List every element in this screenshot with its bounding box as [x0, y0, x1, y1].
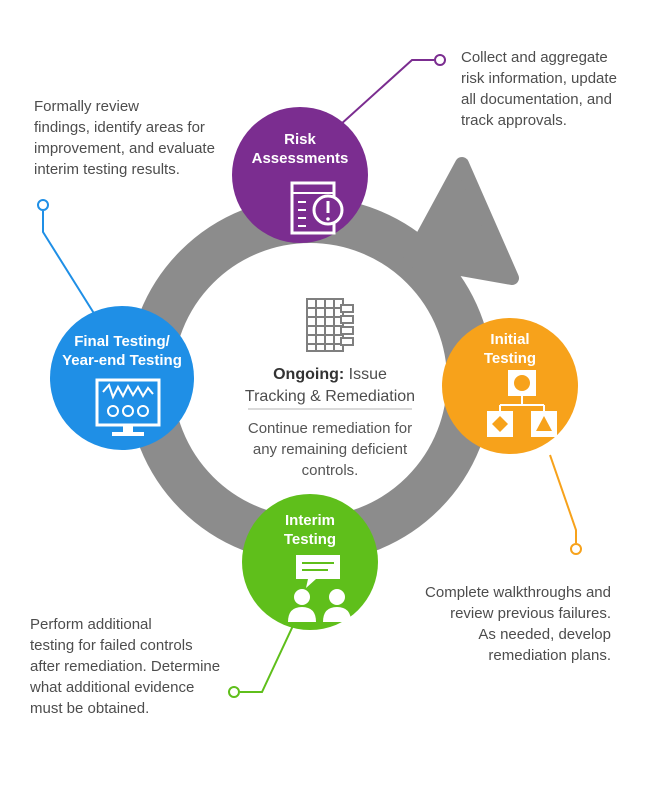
connector-final	[37, 199, 96, 316]
center-title: Ongoing: Issue Tracking & Remediation	[230, 364, 430, 408]
node-risk-title-line1: Risk	[284, 131, 316, 148]
center-desc-line3: controls.	[301, 462, 359, 479]
monitor-waveform-icon	[95, 378, 161, 436]
annotation-final-line: Formally review	[34, 98, 140, 115]
node-initial-title: Initial Testing	[470, 330, 550, 368]
spreadsheet-icon	[306, 298, 354, 352]
node-risk-title-line2: Assessments	[251, 150, 349, 167]
center-desc-line1: Continue remediation for	[247, 420, 413, 437]
center-title-bold: Ongoing:	[273, 366, 345, 383]
annotation-initial-line: As needed, develop	[478, 626, 611, 643]
discussion-people-icon	[288, 555, 351, 622]
annotation-final-line: improvement, and evaluate	[34, 140, 215, 157]
annotation-risk-line: risk information, update	[461, 70, 617, 87]
flowchart-icon	[487, 370, 557, 437]
annotation-final-line: interim testing results.	[34, 161, 180, 178]
node-interim-title-line1: Interim	[284, 512, 335, 529]
connector-risk	[339, 54, 446, 126]
node-final-title-line1: Final Testing/	[74, 333, 170, 350]
node-initial-title-line2: Testing	[483, 350, 537, 367]
center-description: Continue remediation for any remaining d…	[230, 418, 430, 481]
annotation-risk-line: track approvals.	[461, 112, 567, 129]
cycle-arrow-head	[403, 157, 519, 285]
annotation-initial-line: remediation plans.	[488, 647, 611, 664]
annotation-interim: Perform additional testing for failed co…	[30, 614, 220, 719]
node-final-title: Final Testing/ Year-end Testing	[60, 332, 184, 370]
annotation-interim-line: Perform additional	[30, 616, 152, 633]
node-final-circle	[50, 306, 194, 450]
annotation-initial: Complete walkthroughs and review previou…	[425, 582, 611, 666]
node-final-title-line2: Year-end Testing	[62, 352, 182, 369]
annotation-initial-line: Complete walkthroughs and	[425, 584, 611, 601]
annotation-final: Formally review findings, identify areas…	[34, 96, 215, 180]
connector-interim	[228, 599, 306, 698]
node-interim-title-line2: Testing	[283, 531, 337, 548]
center-desc-line2: any remaining deficient	[252, 441, 408, 458]
annotation-final-line: findings, identify areas for	[34, 119, 205, 136]
annotation-interim-line: must be obtained.	[30, 700, 150, 717]
annotation-interim-line: after remediation. Determine	[30, 658, 221, 675]
center-title-rest: Issue	[344, 366, 387, 383]
annotation-initial-line: review previous failures.	[450, 605, 611, 622]
node-interim-title: Interim Testing	[270, 511, 350, 549]
center-title-line2: Tracking & Remediation	[244, 388, 416, 405]
annotation-interim-line: testing for failed controls	[30, 637, 193, 654]
connector-initial	[549, 454, 582, 555]
annotation-risk: Collect and aggregate risk information, …	[461, 47, 617, 131]
annotation-interim-line: what additional evidence	[30, 679, 195, 696]
node-risk-title: Risk Assessments	[250, 130, 350, 168]
risk-document-alert-icon	[290, 181, 344, 235]
annotation-risk-line: all documentation, and	[461, 91, 612, 108]
annotation-risk-line: Collect and aggregate	[461, 49, 608, 66]
node-initial-title-line1: Initial	[490, 331, 530, 348]
